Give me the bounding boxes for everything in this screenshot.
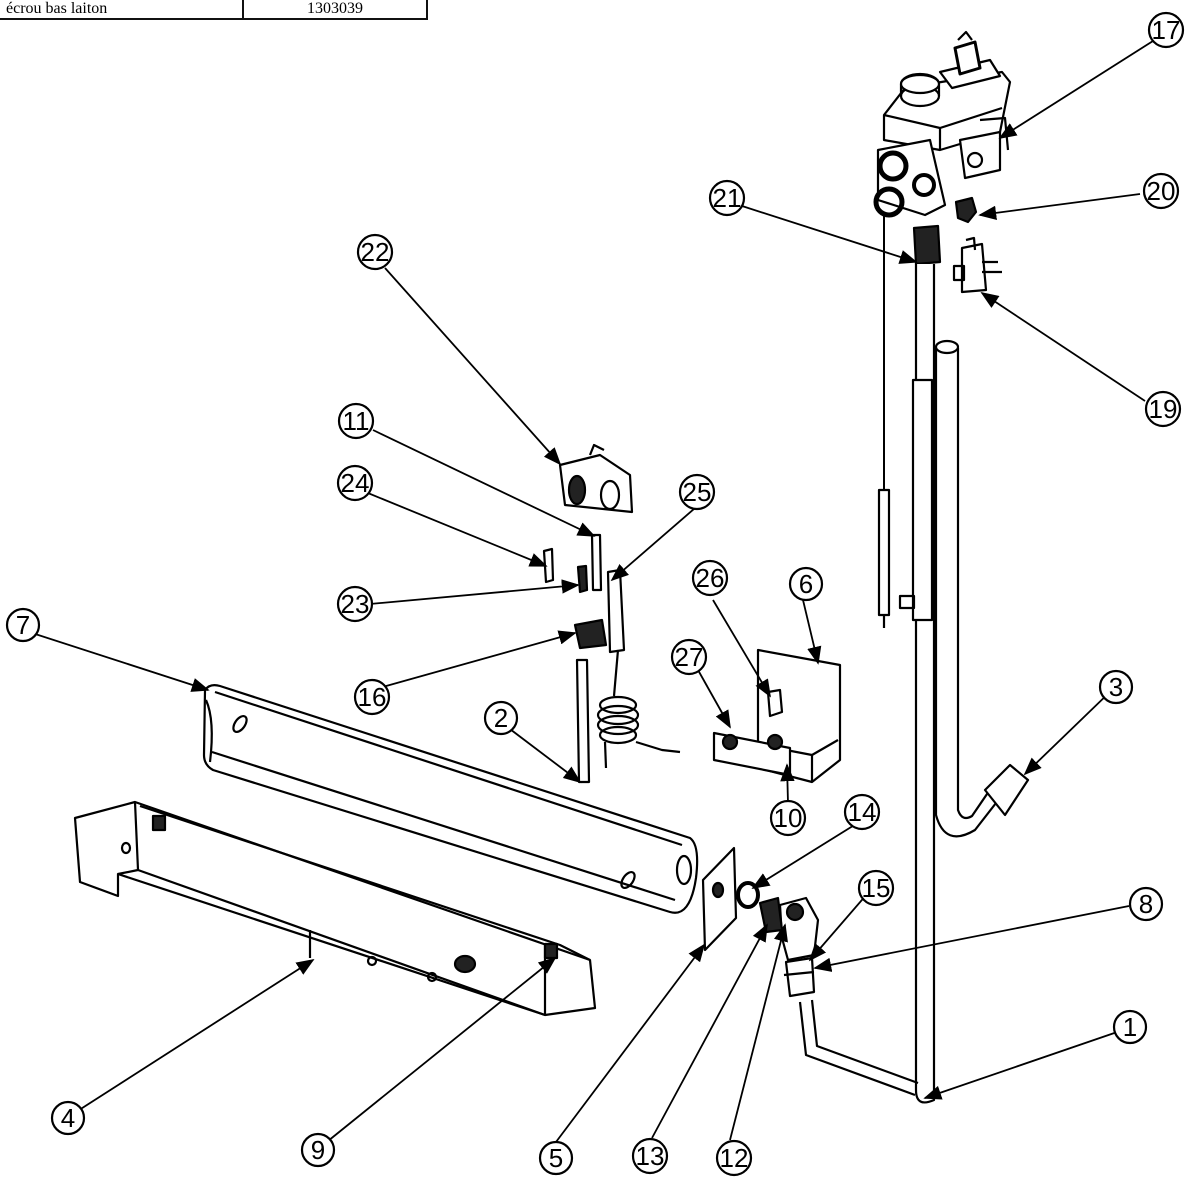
- svg-text:27: 27: [675, 642, 704, 672]
- svg-text:7: 7: [16, 610, 30, 640]
- callout-20: 20: [1142, 172, 1180, 210]
- thermocouple-coil-part: [596, 649, 681, 769]
- bolt-23-part: [576, 564, 589, 594]
- svg-text:10: 10: [774, 803, 803, 833]
- callout-4: 4: [50, 1100, 86, 1136]
- callout-25: 25: [678, 473, 716, 511]
- svg-text:21: 21: [713, 183, 742, 213]
- fitting-20-part: [954, 196, 978, 224]
- svg-text:22: 22: [361, 237, 390, 267]
- callout-3: 3: [1098, 669, 1134, 705]
- callout-2: 2: [483, 700, 519, 736]
- callout-12: 12: [715, 1139, 753, 1177]
- svg-text:17: 17: [1152, 15, 1181, 45]
- callout-1: 1: [1112, 1009, 1148, 1045]
- callout-10: 10: [769, 799, 807, 837]
- callout-26: 26: [691, 559, 729, 597]
- gas-valve-part: [873, 30, 1012, 218]
- callout-21: 21: [708, 179, 746, 217]
- parts-table-fragment: écrou bas laiton 1303039: [0, 0, 428, 20]
- callout-22: 22: [356, 233, 394, 271]
- rod-2-part: [575, 658, 591, 784]
- svg-text:2: 2: [494, 703, 508, 733]
- burner-tube-7-part: [202, 684, 699, 914]
- svg-text:12: 12: [720, 1143, 749, 1173]
- svg-text:26: 26: [696, 563, 725, 593]
- svg-text:23: 23: [341, 589, 370, 619]
- callout-27: 27: [670, 638, 708, 676]
- svg-text:19: 19: [1149, 394, 1178, 424]
- svg-text:13: 13: [636, 1141, 665, 1171]
- electrode-25-part: [606, 568, 626, 654]
- svg-text:14: 14: [848, 797, 877, 827]
- bracket-4-part: [73, 800, 597, 1017]
- callout-6: 6: [788, 566, 824, 602]
- bracket-16-part: [573, 618, 608, 650]
- ignitor-22-part: [558, 443, 634, 514]
- washer-14-part: [736, 881, 760, 909]
- svg-text:4: 4: [61, 1103, 75, 1133]
- callout-15: 15: [857, 869, 895, 907]
- part-number: 1303039: [242, 0, 428, 20]
- svg-text:25: 25: [683, 477, 712, 507]
- table-row: écrou bas laiton 1303039: [0, 0, 428, 20]
- callout-11: 11: [337, 402, 375, 440]
- callout-17: 17: [1147, 11, 1185, 49]
- svg-text:15: 15: [862, 873, 891, 903]
- callout-24: 24: [336, 464, 374, 502]
- part-description: écrou bas laiton: [0, 0, 244, 20]
- svg-text:8: 8: [1139, 889, 1153, 919]
- callout-19: 19: [1144, 390, 1182, 428]
- svg-text:16: 16: [358, 682, 387, 712]
- svg-text:1: 1: [1123, 1012, 1137, 1042]
- callout-13: 13: [631, 1137, 669, 1175]
- pilot-tube-3-part: [934, 348, 1011, 838]
- bracket-6-part: [712, 648, 842, 784]
- svg-text:24: 24: [341, 468, 370, 498]
- callout-14: 14: [843, 793, 881, 831]
- connector-19-part: [952, 236, 1002, 294]
- svg-text:11: 11: [343, 406, 370, 436]
- nut-13-part: [758, 896, 784, 934]
- svg-text:5: 5: [549, 1143, 563, 1173]
- callout-23: 23: [336, 585, 374, 623]
- callout-16: 16: [353, 678, 391, 716]
- pipe-1-part: [798, 999, 919, 1097]
- rod-11-part: [590, 533, 603, 592]
- plate-5-part: [701, 846, 738, 952]
- callout-9: 9: [300, 1132, 336, 1168]
- callout-7: 7: [5, 607, 41, 643]
- svg-text:20: 20: [1147, 176, 1176, 206]
- nut-21-part: [912, 224, 942, 266]
- callout-8: 8: [1128, 886, 1164, 922]
- svg-text:9: 9: [311, 1135, 325, 1165]
- svg-text:6: 6: [799, 569, 813, 599]
- svg-text:3: 3: [1109, 672, 1123, 702]
- leader-lines: [28, 40, 1154, 1143]
- callout-5: 5: [538, 1140, 574, 1176]
